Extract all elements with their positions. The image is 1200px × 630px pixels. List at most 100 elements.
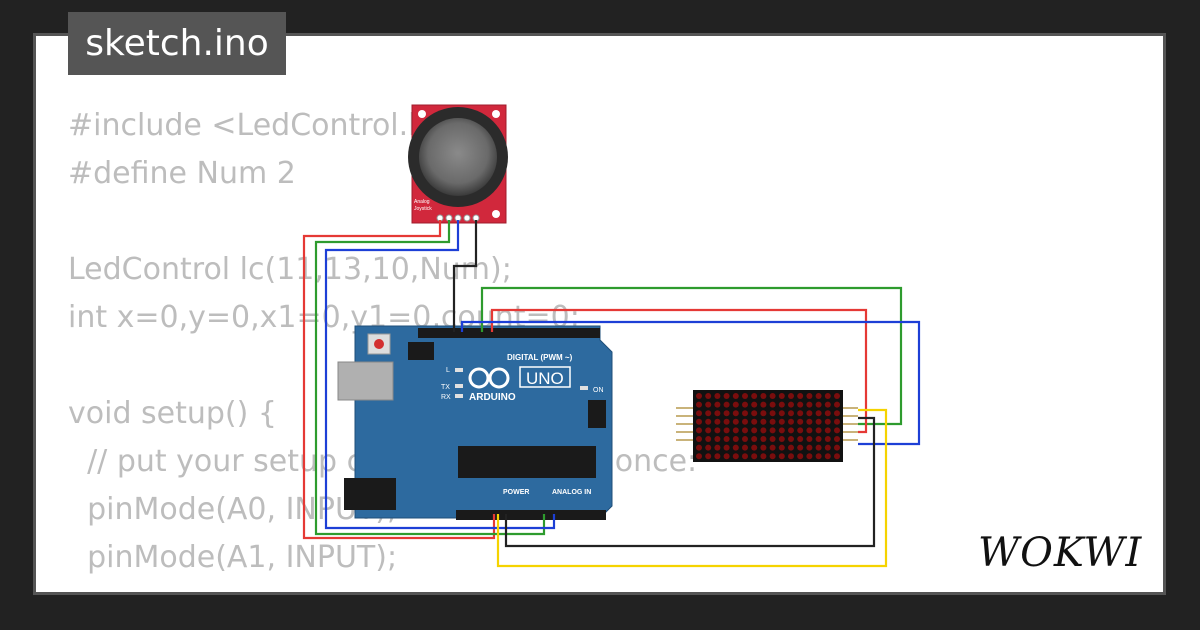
- icsp-header: [408, 342, 434, 360]
- led-dot: [732, 418, 739, 425]
- led-dot: [806, 393, 813, 399]
- led-dot: [834, 436, 840, 442]
- sketch-title-tab: sketch.ino: [68, 12, 286, 75]
- arduino-model-text: UNO: [526, 369, 564, 388]
- led-dot: [824, 401, 831, 408]
- led-dot: [788, 444, 794, 451]
- led-dot: [815, 410, 822, 417]
- led-dot: [824, 436, 831, 442]
- power-label: POWER: [503, 489, 529, 496]
- led-dot: [705, 410, 712, 417]
- led-dot: [788, 418, 794, 425]
- led-dot: [696, 427, 702, 434]
- code-line: for(int i=0;i<Num;i++){: [68, 582, 455, 592]
- led-dot: [732, 410, 739, 417]
- led-matrix[interactable]: [676, 390, 858, 462]
- led-dot: [714, 410, 721, 417]
- led-dot: [834, 418, 840, 425]
- led-dot: [742, 444, 748, 451]
- led-dot: [705, 418, 712, 425]
- led-dot: [751, 444, 758, 451]
- code-line: LedControl lc(11,13,10,Num);: [68, 252, 512, 287]
- led-dot: [806, 427, 813, 434]
- led-dot: [723, 444, 730, 451]
- wire-blue-horz: [324, 220, 556, 530]
- wokwi-logo: WOKWI: [978, 530, 1142, 576]
- led-dot: [751, 393, 758, 399]
- led-dot: [834, 444, 840, 451]
- wire-red-cs: [490, 308, 868, 434]
- led-dot: [824, 427, 831, 434]
- led-dot: [788, 436, 794, 442]
- led-dot: [824, 393, 831, 399]
- led-dot: [788, 393, 794, 399]
- led-dot: [751, 418, 758, 425]
- led-dot: [778, 410, 785, 417]
- led-dot: [778, 418, 785, 425]
- led-dot: [824, 453, 831, 460]
- led-dot: [714, 453, 721, 460]
- digital-header: [418, 328, 600, 338]
- l-led-label: L: [446, 367, 450, 374]
- led-dot: [806, 436, 813, 442]
- led-dot: [797, 453, 804, 460]
- led-dot: [778, 444, 785, 451]
- led-dot: [834, 393, 840, 399]
- led-dot: [760, 410, 767, 417]
- on-label: ON: [593, 387, 604, 394]
- led-dot: [760, 401, 767, 408]
- arduino-uno-board[interactable]: ARDUINO UNO ON DIGITAL (PWM ~) POWER ANA…: [337, 325, 613, 520]
- led-dot: [751, 436, 758, 442]
- power-jack: [344, 478, 396, 510]
- led-dot: [769, 401, 776, 408]
- joystick-label-1: Analog: [414, 199, 430, 205]
- led-dot: [797, 410, 804, 417]
- led-dot: [696, 418, 702, 425]
- led-dot: [714, 427, 721, 434]
- led-dot: [732, 444, 739, 451]
- led-dot: [806, 401, 813, 408]
- led-dot: [742, 393, 748, 399]
- led-dot: [714, 444, 721, 451]
- led-dot: [815, 401, 822, 408]
- led-dot: [751, 410, 758, 417]
- wire-blue-clk: [460, 320, 921, 446]
- led-dot: [705, 444, 712, 451]
- led-dot: [742, 427, 748, 434]
- led-dot: [834, 410, 840, 417]
- led-dot: [732, 427, 739, 434]
- led-dot: [760, 444, 767, 451]
- led-dot: [788, 410, 794, 417]
- led-dot: [723, 427, 730, 434]
- led-dot: [760, 418, 767, 425]
- led-dot: [705, 453, 712, 460]
- joystick-knob[interactable]: [419, 118, 497, 196]
- led-dot: [806, 444, 813, 451]
- led-dot: [778, 401, 785, 408]
- arduino-logo-icon: [468, 367, 510, 389]
- code-line: void setup() {: [68, 396, 277, 431]
- led-dot: [788, 453, 794, 460]
- led-dot: [705, 393, 712, 399]
- led-dot: [815, 453, 822, 460]
- led-dot: [742, 401, 748, 408]
- led-dot: [815, 418, 822, 425]
- led-dot: [815, 444, 822, 451]
- led-dot: [769, 418, 776, 425]
- led-dot: [815, 427, 822, 434]
- led-dot: [760, 427, 767, 434]
- led-dot: [742, 436, 748, 442]
- analog-joystick[interactable]: Analog Joystick: [408, 104, 508, 224]
- led-dot: [732, 401, 739, 408]
- led-dot: [714, 418, 721, 425]
- led-dot: [751, 401, 758, 408]
- wire-yellow-vcc: [496, 408, 888, 568]
- led-dot: [696, 444, 702, 451]
- led-dot: [696, 453, 702, 460]
- led-dot: [705, 427, 712, 434]
- led-dot: [797, 436, 804, 442]
- led-dot: [797, 393, 804, 399]
- joystick-label-2: Joystick: [414, 206, 432, 212]
- led-dot: [815, 393, 822, 399]
